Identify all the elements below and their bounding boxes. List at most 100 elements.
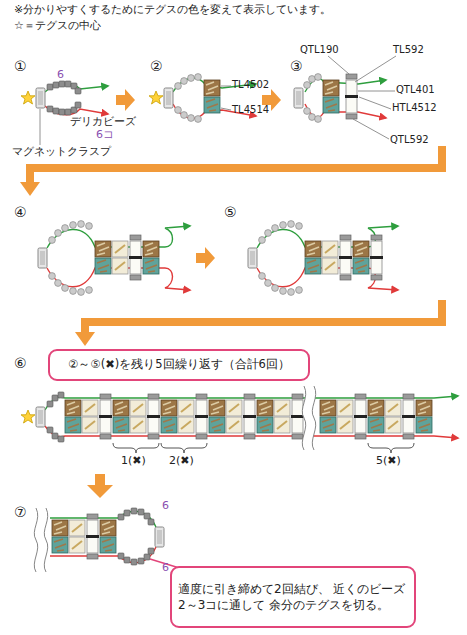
step6-illustration	[36, 407, 45, 427]
step-number: ④	[14, 204, 27, 220]
step6-illustration	[416, 400, 432, 416]
step1-illustration	[21, 81, 108, 145]
flow-arrow	[20, 182, 40, 196]
note-text: 適度に引き締めて2回結び、 近くのビーズ2～3コに通して 余分のテグスを切る。	[178, 581, 408, 613]
step6-illustration	[52, 433, 58, 439]
step6-illustration	[161, 443, 207, 453]
step2-illustration	[164, 88, 173, 108]
step7-illustration	[155, 527, 164, 547]
step7-illustration	[34, 508, 37, 572]
step6-illustration	[307, 386, 310, 450]
step1-illustration	[65, 81, 71, 87]
step1-illustration	[21, 91, 35, 104]
step6-illustration	[52, 395, 58, 401]
step5-illustration	[272, 285, 279, 292]
step4-illustration	[55, 230, 62, 237]
step7-illustration	[124, 510, 130, 516]
step5-illustration	[248, 248, 257, 268]
step4-illustration	[38, 248, 47, 268]
flow-arrow	[87, 485, 113, 498]
step3-illustration	[315, 74, 322, 81]
step7-illustration	[124, 557, 130, 563]
step3-illustration	[355, 56, 396, 82]
step4-illustration	[38, 221, 190, 296]
repeat-count: 5(✖)	[376, 455, 401, 468]
step5-illustration	[296, 287, 303, 294]
step2-illustration	[188, 75, 195, 82]
step5-illustration	[265, 280, 272, 287]
step4-illustration	[49, 273, 56, 280]
part-name: TL4514	[232, 104, 269, 116]
step-number: ②	[150, 58, 163, 74]
step3-illustration	[359, 97, 391, 109]
step6-illustration	[21, 386, 458, 453]
step6-illustration	[257, 394, 304, 439]
part-name: マグネットクラスプ	[12, 146, 111, 159]
repeat-count: 1(✖)	[121, 455, 146, 468]
part-name: デリカビーズ	[70, 116, 136, 129]
step-arrow	[196, 247, 215, 269]
step3-illustration	[353, 119, 389, 139]
step7-illustration	[148, 548, 154, 554]
step6-illustration	[302, 386, 305, 450]
step4-illustration	[70, 288, 77, 295]
step7-illustration	[100, 520, 116, 536]
step5-illustration	[248, 221, 398, 296]
step5-illustration	[280, 222, 287, 229]
step3-illustration	[323, 80, 339, 96]
step5-illustration	[288, 221, 295, 228]
step2-illustration	[221, 86, 231, 87]
step7-illustration	[44, 508, 47, 572]
step4-illustration	[86, 287, 93, 294]
step2-illustration	[181, 112, 188, 119]
step6-illustration	[113, 394, 160, 439]
repeat-note-box: ②～⑤(✖)を残り5回繰り返す（合計6回）	[48, 349, 310, 381]
step2-illustration	[181, 78, 188, 85]
step-number: ⑦	[14, 504, 27, 520]
part-name: QTL190	[300, 44, 339, 56]
note-text: ②～⑤(✖)を残り5回繰り返す（合計6回）	[68, 357, 290, 373]
step7-illustration	[118, 553, 124, 559]
step4-illustration	[143, 241, 159, 257]
step7-illustration	[52, 514, 99, 559]
step5-illustration	[288, 289, 295, 296]
step4-illustration	[78, 221, 85, 228]
step6-illustration	[209, 394, 256, 439]
step3-illustration	[304, 108, 311, 115]
flow-arrow	[85, 300, 442, 334]
step7-illustration	[138, 509, 144, 515]
step-number: ③	[290, 58, 303, 74]
step-number: ⑥	[14, 355, 27, 371]
step3-illustration	[328, 56, 349, 74]
step2-illustration	[204, 97, 220, 113]
step1-illustration	[53, 82, 59, 88]
step2-illustration	[188, 115, 195, 122]
step-arrow	[116, 89, 135, 111]
step2-illustration	[149, 91, 163, 104]
bead-count: 6	[162, 562, 169, 575]
bead-count: 6コ	[96, 129, 114, 142]
step2-illustration	[195, 116, 202, 123]
step7-illustration	[39, 508, 42, 572]
step3-illustration	[358, 91, 395, 92]
step5-illustration	[265, 230, 272, 237]
step1-illustration	[53, 108, 59, 114]
step5-illustration	[259, 237, 266, 244]
step2-illustration	[175, 83, 182, 90]
step1-illustration	[40, 109, 41, 145]
step2-illustration	[175, 107, 182, 114]
step7-illustration	[131, 508, 137, 514]
step4-illustration	[78, 289, 85, 296]
step1-illustration	[75, 102, 81, 108]
step5-illustration	[280, 288, 287, 295]
step7-illustration	[131, 559, 137, 565]
step4-illustration	[95, 235, 142, 280]
part-name: HTL4512	[392, 102, 437, 114]
flow-arrow	[75, 332, 95, 346]
step6-illustration	[368, 394, 415, 439]
step6-illustration	[47, 427, 53, 433]
step3-illustration	[323, 97, 339, 113]
step4-illustration	[62, 285, 69, 292]
step5-illustration	[259, 273, 266, 280]
